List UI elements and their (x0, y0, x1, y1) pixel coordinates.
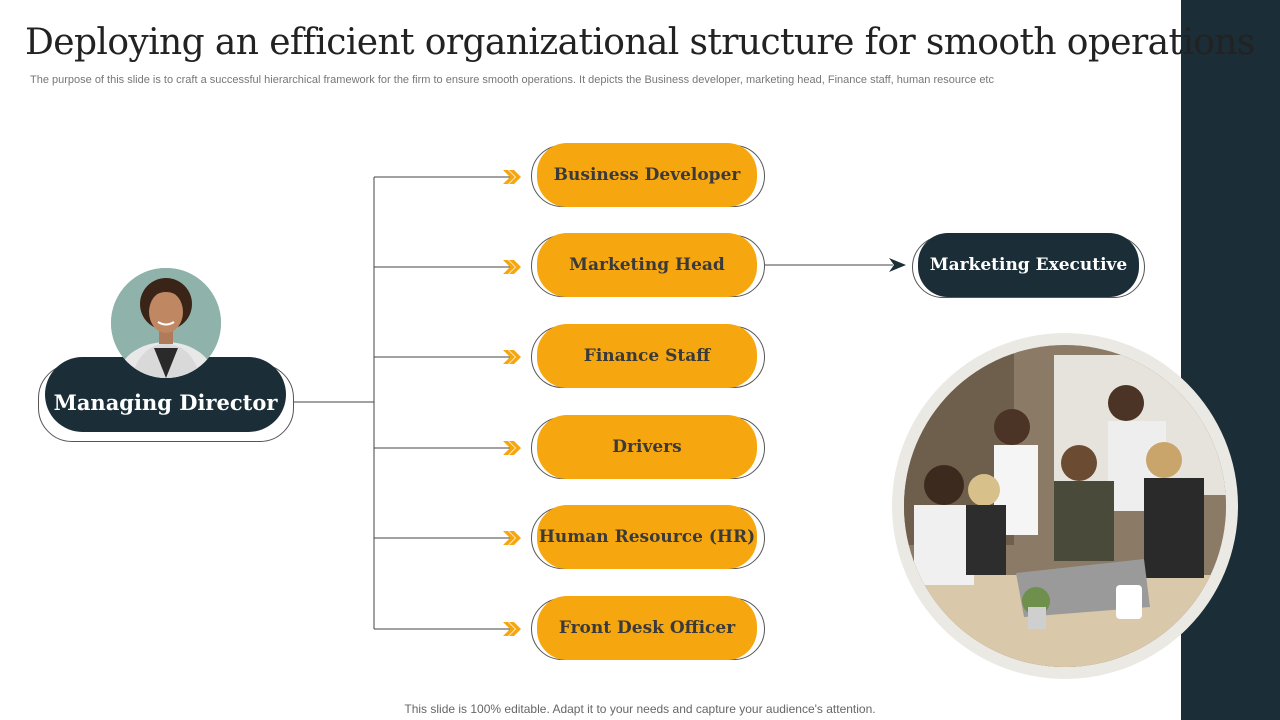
arrow-icon (503, 260, 521, 274)
arrow-icon (503, 441, 521, 455)
role-drivers: Drivers (537, 415, 757, 479)
role-front-desk-officer: Front Desk Officer (537, 596, 757, 660)
arrow-icon (503, 170, 521, 184)
role-finance-staff: Finance Staff (537, 324, 757, 388)
arrow-icon (503, 622, 521, 636)
slide-subtitle: The purpose of this slide is to craft a … (30, 74, 994, 86)
role-human-resource: Human Resource (HR) (537, 505, 757, 569)
arrow-icon (889, 258, 906, 272)
role-marketing-executive: Marketing Executive (918, 233, 1139, 297)
managing-director-avatar (111, 268, 221, 378)
arrow-icon (503, 531, 521, 545)
slide-title: Deploying an efficient organizational st… (25, 22, 1255, 63)
role-marketing-head: Marketing Head (537, 233, 757, 297)
slide-footer: This slide is 100% editable. Adapt it to… (404, 702, 876, 716)
arrow-icon (503, 350, 521, 364)
role-business-developer: Business Developer (537, 143, 757, 207)
team-meeting-photo (904, 345, 1226, 667)
